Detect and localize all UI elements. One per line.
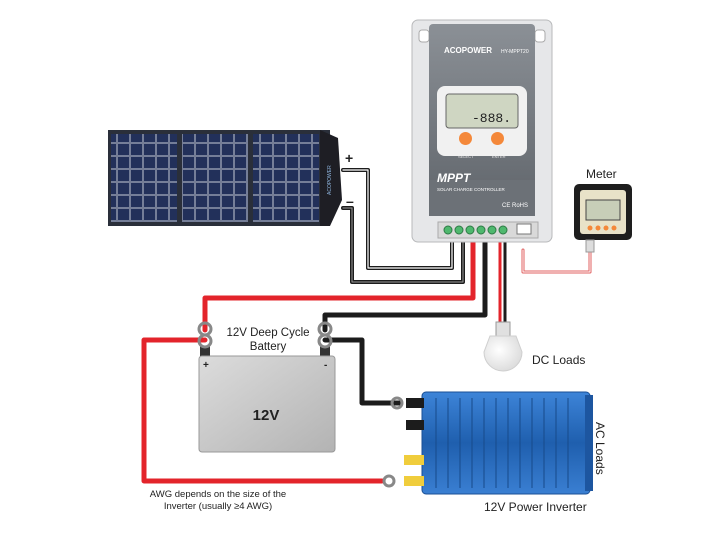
battery-positive-terminal: + (203, 360, 209, 371)
controller-lcd-readout: -888. (472, 111, 511, 126)
battery-title-line2: Battery (250, 341, 287, 353)
battery-title-line1: 12V Deep Cycle (226, 327, 309, 339)
charge-controller: ACOPOWER HY-MPPT20 -888. SELECT ENTER MP… (411, 19, 553, 243)
battery: 12V Deep Cycle Battery + - 12V (198, 327, 336, 453)
inverter-terminal-negative-2 (406, 420, 424, 430)
meter-cable (521, 248, 592, 274)
enter-button[interactable] (491, 132, 504, 145)
controller-cert: CE RoHS (502, 203, 528, 209)
battery-voltage: 12V (253, 407, 280, 424)
solar-panel: ACOPOWER + – (108, 130, 354, 226)
battery-ring-terminals (197, 321, 333, 349)
controller-title: MPPT (437, 171, 472, 185)
remote-meter: Meter (574, 167, 632, 253)
awg-note-line1: AWG depends on the size of the (150, 489, 286, 500)
inverter-terminal-negative (406, 398, 424, 408)
controller-lcd (445, 93, 519, 129)
battery-positive-wire (202, 237, 476, 333)
enter-button-label: ENTER (492, 154, 506, 159)
panel-positive-label: + (345, 150, 353, 166)
controller-brand: ACOPOWER (444, 46, 492, 55)
panel-brand: ACOPOWER (327, 165, 333, 195)
meter-screen (585, 199, 621, 221)
awg-note-line2: Inverter (usually ≥4 AWG) (164, 501, 272, 512)
battery-to-inverter-positive-wire (141, 337, 385, 484)
controller-terminals (443, 225, 508, 235)
ac-loads-label: AC Loads (593, 422, 607, 475)
inverter-terminal-positive (404, 455, 424, 465)
dc-loads-label: DC Loads (532, 353, 585, 367)
battery-to-inverter-negative-wire (322, 337, 403, 406)
meter-buttons (587, 225, 617, 231)
inverter-label: 12V Power Inverter (484, 500, 587, 514)
select-button-label: SELECT (458, 154, 474, 159)
select-button[interactable] (459, 132, 472, 145)
battery-negative-terminal: - (324, 360, 327, 371)
power-inverter (382, 391, 593, 495)
panel-negative-label: – (346, 193, 354, 209)
controller-subtitle: SOLAR CHARGE CONTROLLER (437, 187, 506, 192)
meter-label: Meter (586, 167, 617, 181)
inverter-terminal-positive-2 (404, 476, 424, 486)
controller-model: HY-MPPT20 (501, 49, 529, 55)
dc-load-bulb (483, 321, 523, 372)
